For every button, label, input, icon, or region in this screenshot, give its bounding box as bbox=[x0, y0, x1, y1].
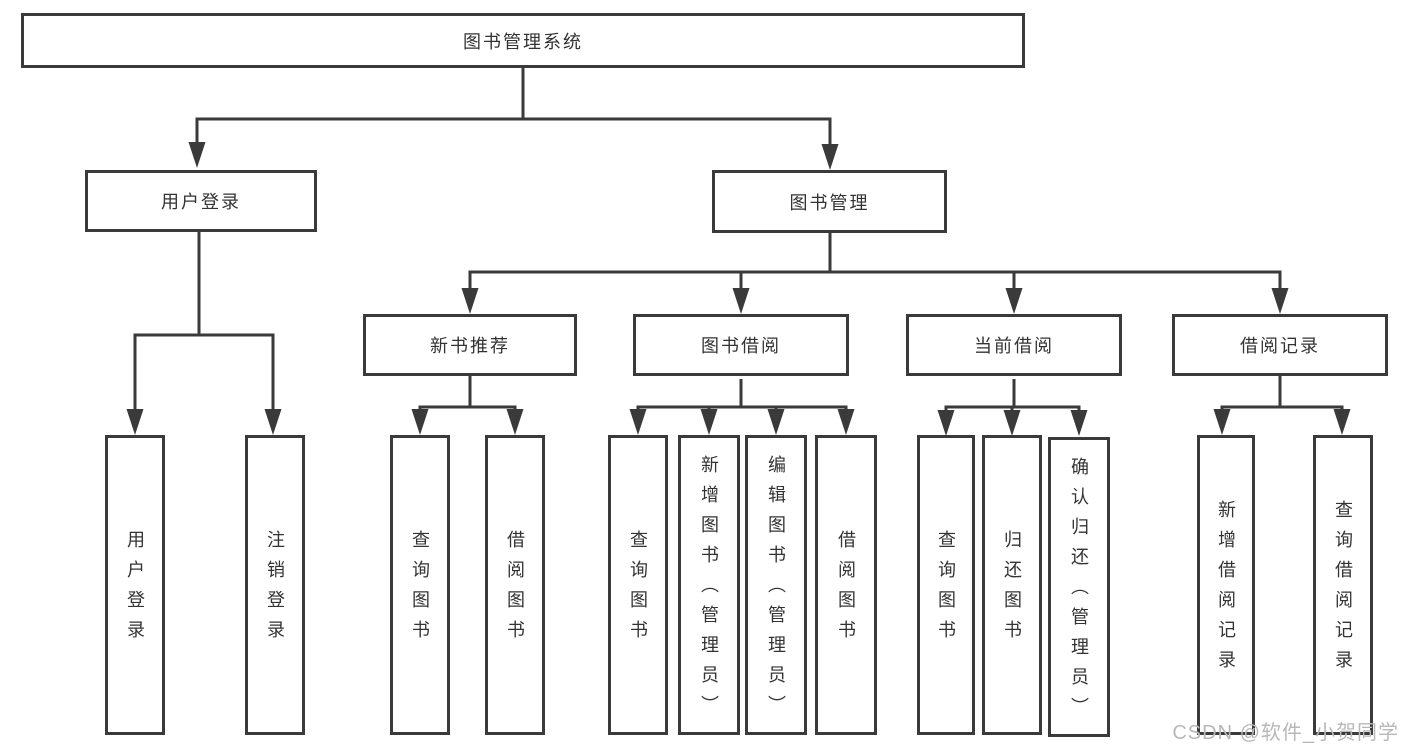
leaf-logout: 注销登录 bbox=[245, 435, 305, 735]
leaf-logout-label: 注销登录 bbox=[265, 530, 285, 650]
node-root: 图书管理系统 bbox=[21, 13, 1025, 68]
leaf-return-books: 归还图书 bbox=[982, 435, 1042, 735]
node-group-current-borrow: 当前借阅 bbox=[906, 314, 1122, 376]
leaf-query-books-current: 查询图书 bbox=[917, 435, 975, 735]
leaf-edit-book-admin-label: 编辑图书（管理员） bbox=[766, 455, 786, 725]
leaf-add-borrow-record: 新增借阅记录 bbox=[1197, 435, 1255, 735]
connector-arrowheads bbox=[126, 142, 1351, 436]
leaf-add-borrow-record-label: 新增借阅记录 bbox=[1216, 500, 1236, 680]
node-group-borrow-records: 借阅记录 bbox=[1172, 314, 1388, 376]
leaf-edit-book-admin: 编辑图书（管理员） bbox=[745, 435, 807, 735]
leaf-query-books-recommend-label: 查询图书 bbox=[410, 530, 430, 650]
node-group-new-book-recommend-label: 新书推荐 bbox=[430, 336, 510, 356]
node-user-login-branch: 用户登录 bbox=[85, 170, 317, 232]
leaf-confirm-return-admin: 确认归还（管理员） bbox=[1048, 437, 1110, 737]
leaf-query-books-recommend: 查询图书 bbox=[390, 435, 450, 735]
leaf-query-books-current-label: 查询图书 bbox=[936, 530, 956, 650]
leaf-add-book-admin-label: 新增图书（管理员） bbox=[699, 455, 719, 725]
leaf-query-books-borrow: 查询图书 bbox=[608, 435, 668, 735]
leaf-query-borrow-record-label: 查询借阅记录 bbox=[1333, 500, 1353, 680]
leaf-borrow-books-borrow-label: 借阅图书 bbox=[836, 530, 856, 650]
node-book-management: 图书管理 bbox=[712, 170, 947, 233]
leaf-return-books-label: 归还图书 bbox=[1002, 530, 1022, 650]
leaf-query-books-borrow-label: 查询图书 bbox=[628, 530, 648, 650]
node-book-management-label: 图书管理 bbox=[789, 192, 870, 213]
node-group-borrow-records-label: 借阅记录 bbox=[1240, 336, 1320, 356]
node-group-book-borrow: 图书借阅 bbox=[633, 314, 849, 376]
node-group-book-borrow-label: 图书借阅 bbox=[701, 336, 781, 356]
node-group-current-borrow-label: 当前借阅 bbox=[974, 336, 1054, 356]
leaf-confirm-return-admin-label: 确认归还（管理员） bbox=[1069, 457, 1089, 727]
node-group-new-book-recommend: 新书推荐 bbox=[363, 314, 577, 376]
node-root-label: 图书管理系统 bbox=[463, 31, 583, 52]
leaf-user-login-label: 用户登录 bbox=[125, 530, 145, 650]
node-user-login-branch-label: 用户登录 bbox=[161, 192, 241, 212]
leaf-add-book-admin: 新增图书（管理员） bbox=[678, 435, 740, 735]
leaf-borrow-books-recommend-label: 借阅图书 bbox=[505, 530, 525, 650]
leaf-query-borrow-record: 查询借阅记录 bbox=[1313, 435, 1373, 735]
csdn-watermark: CSDN @软件_小贺同学 bbox=[1172, 722, 1399, 744]
leaf-user-login: 用户登录 bbox=[105, 435, 165, 735]
leaf-borrow-books-borrow: 借阅图书 bbox=[815, 435, 877, 735]
leaf-borrow-books-recommend: 借阅图书 bbox=[485, 435, 545, 735]
